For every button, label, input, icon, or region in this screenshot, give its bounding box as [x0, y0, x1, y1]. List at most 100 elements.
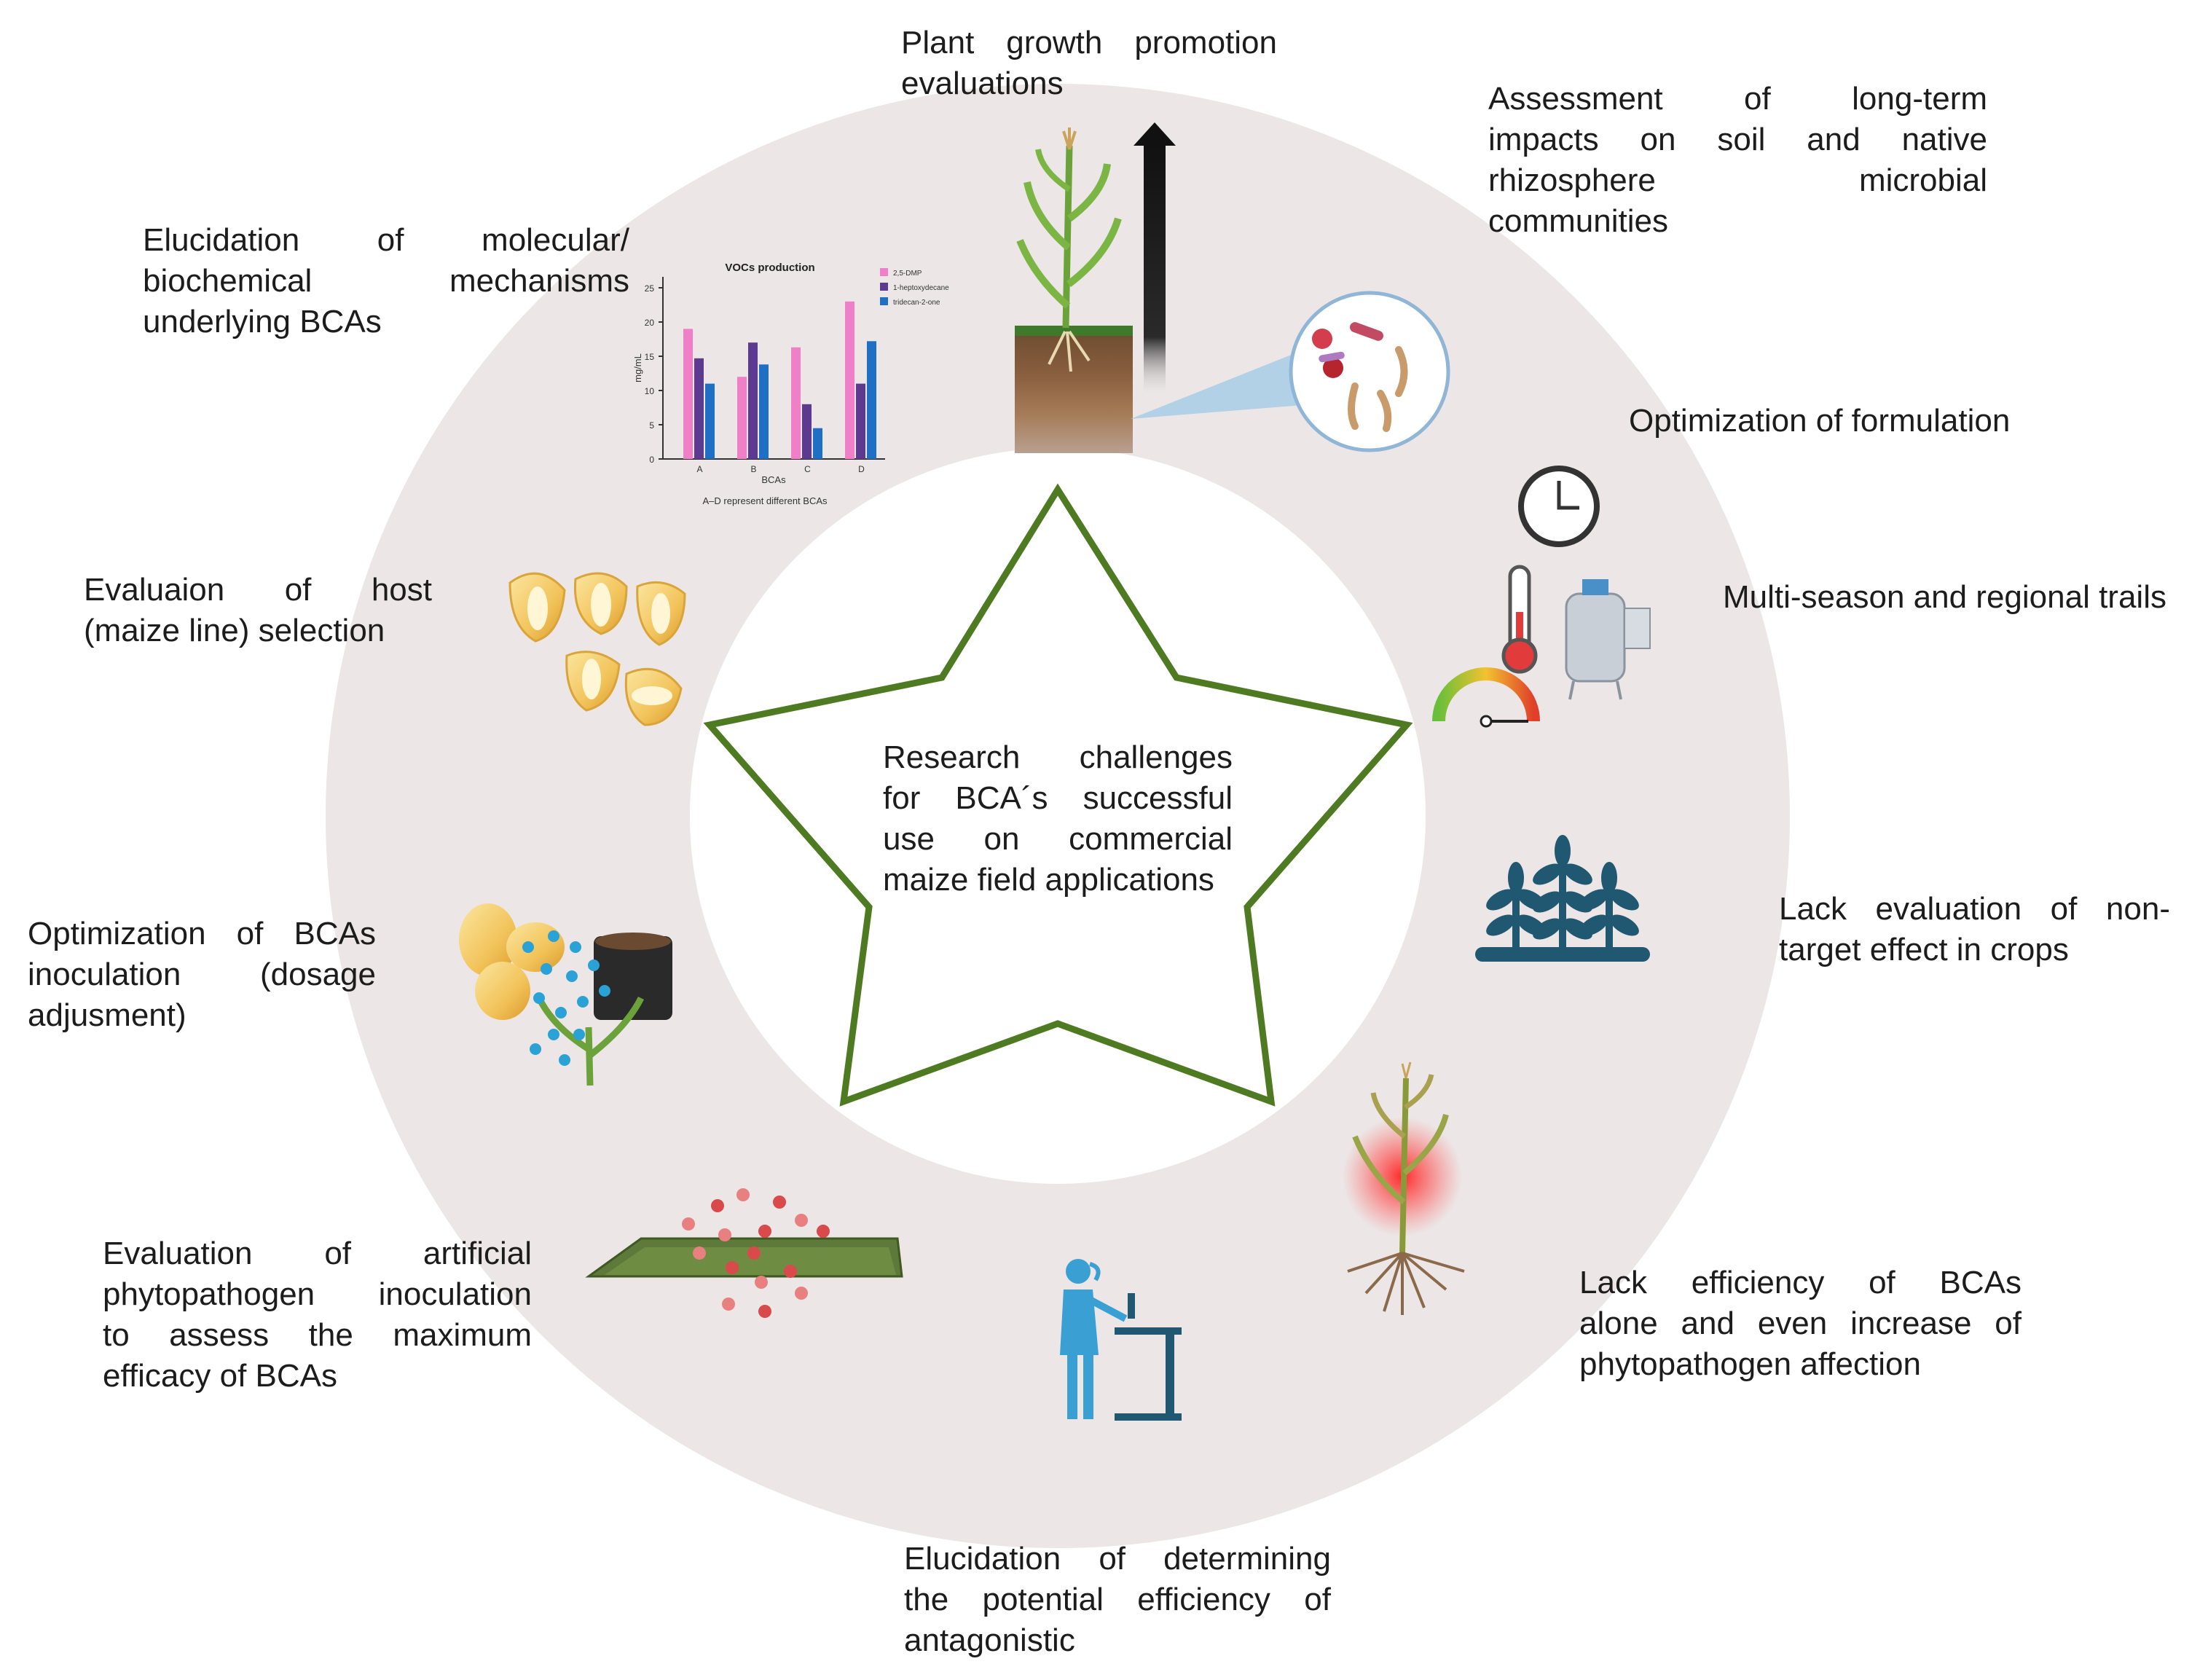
pathogen-particles: [682, 1188, 830, 1318]
chart-y-tick-label: 5: [649, 420, 654, 431]
infected-field-illustration: [585, 1188, 903, 1318]
label-formulation: Optimization of formulation: [1629, 401, 2139, 441]
label-line: adjusment): [28, 997, 186, 1033]
seed-icon: [508, 572, 566, 643]
label-long-term-impacts: Assessment of long-term impacts on soil …: [1488, 79, 1987, 242]
label-line: Optimization of BCAs: [28, 916, 376, 951]
seed-icon: [506, 922, 565, 972]
pathogen-dot: [758, 1225, 771, 1238]
seed-icon: [565, 651, 621, 712]
inoculant-drop: [533, 992, 545, 1004]
microbe-magnifier: [1289, 291, 1450, 452]
chart-y-tick-label: 15: [645, 352, 655, 362]
chart-y-tick-label: 20: [645, 318, 655, 328]
inoculant-drop: [577, 996, 589, 1008]
chart-y-tick-label: 10: [645, 386, 655, 396]
label-line: Assessment of long-term: [1488, 81, 1987, 117]
chart-bars: [683, 301, 876, 459]
microbe-icon: [1377, 390, 1392, 432]
chart-x-label: BCAs: [761, 474, 786, 485]
plant-growth-illustration: [1015, 122, 1450, 453]
label-artificial-inoculation: Evaluation of artificial phytopathogen i…: [103, 1233, 532, 1397]
chart-x-tick-label: A: [696, 464, 702, 474]
label-line: Lack efficiency of BCAs: [1579, 1265, 2022, 1300]
label-line: underlying BCAs: [143, 304, 382, 339]
chart-y-label: mg/mL: [632, 353, 643, 382]
gauge-icon: [1432, 667, 1540, 722]
bioreactor-icon: [1565, 592, 1626, 683]
diseased-maize-illustration: [1343, 1061, 1465, 1315]
pathogen-dot: [755, 1276, 768, 1289]
label-line: Plant growth promotion: [901, 25, 1277, 60]
pathogen-dot: [784, 1265, 797, 1278]
label-line: Evaluaion of host: [84, 572, 432, 608]
label-line: Elucidation of molecular/: [143, 222, 629, 258]
chart-bar: [813, 428, 822, 459]
microbe-icon: [1395, 346, 1408, 397]
pathogen-dot: [795, 1214, 808, 1227]
pathogen-dot: [722, 1298, 735, 1311]
chart-bar: [856, 383, 865, 459]
label-lack-efficiency: Lack efficiency of BCAs alone and even i…: [1579, 1263, 2022, 1385]
tassel: [1062, 127, 1077, 150]
roots: [1347, 1252, 1465, 1315]
leaf: [1066, 217, 1122, 287]
inoculant-drop: [548, 930, 559, 942]
label-line: (maize line) selection: [84, 613, 385, 648]
inoculant-drops: [522, 930, 610, 1066]
chart-legend-label: 2,5-DMP: [893, 270, 922, 278]
grass-line: [1015, 326, 1133, 336]
leaf: [1024, 181, 1072, 251]
center-line: maize field applications: [883, 862, 1214, 898]
inoculant-drop: [548, 1029, 559, 1040]
label-line: Elucidation of determining: [904, 1541, 1331, 1577]
formulation-icons: [1432, 466, 1651, 728]
inoculant-drop: [570, 941, 581, 953]
chart-y-tick-label: 25: [645, 283, 655, 294]
label-inoculation-dosage: Optimization of BCAs inoculation (dosage…: [28, 914, 376, 1036]
label-non-target: Lack evaluation of non- target effect in…: [1779, 889, 2170, 970]
center-title: Research challenges for BCA´s successful…: [883, 737, 1233, 900]
label-line: communities: [1488, 203, 1668, 239]
chart-legend-swatch: [880, 297, 888, 305]
label-plant-growth: Plant growth promotion evaluations: [901, 23, 1277, 104]
seed-icon: [636, 581, 686, 646]
pot-icon: [594, 936, 672, 1020]
chart-x-tick-label: B: [750, 464, 756, 474]
label-line: to assess the maximum: [103, 1317, 532, 1353]
chart-x-tick-label: D: [858, 464, 865, 474]
chart-note: A–D represent different BCAs: [702, 495, 828, 506]
plant-icon: [1579, 862, 1639, 951]
chart-legend-swatch: [880, 283, 888, 291]
arrow-shaft: [1144, 146, 1166, 401]
pathogen-dot: [711, 1199, 724, 1212]
chart-bar: [683, 329, 693, 459]
pathogen-dot: [736, 1188, 750, 1201]
chart-y-ticks: 0 5 10 15 20 25: [645, 283, 663, 465]
label-line: target effect in crops: [1779, 932, 2069, 967]
label-line: biochemical mechanisms: [143, 263, 629, 299]
label-line: phytopathogen affection: [1579, 1346, 1921, 1382]
inoculant-drop: [573, 1029, 585, 1040]
outer-ring: [326, 84, 1790, 1548]
center-line: for BCA´s successful: [883, 780, 1233, 816]
plant-icon: [1533, 835, 1592, 951]
seed-icon: [475, 962, 530, 1020]
pathogen-dot: [795, 1287, 808, 1300]
chart-y-tick-label: 0: [649, 455, 654, 465]
pathogen-dot: [693, 1247, 706, 1260]
microbe-icon: [1348, 382, 1359, 430]
label-line: impacts on soil and native: [1488, 122, 1987, 157]
center-line: use on commercial: [883, 821, 1233, 857]
chart-bar: [845, 301, 854, 459]
crops-icon: [1475, 835, 1650, 962]
chart-legend-swatch: [880, 268, 888, 276]
seed-icon: [624, 667, 683, 726]
pathogen-dot: [747, 1247, 761, 1260]
label-multi-season: Multi-season and regional trails: [1723, 577, 2196, 618]
center-star: [703, 483, 1413, 1107]
label-host-selection: Evaluaion of host (maize line) selection: [84, 570, 432, 651]
label-line: Evaluation of artificial: [103, 1236, 532, 1271]
inoculation-illustration: [459, 903, 672, 1086]
